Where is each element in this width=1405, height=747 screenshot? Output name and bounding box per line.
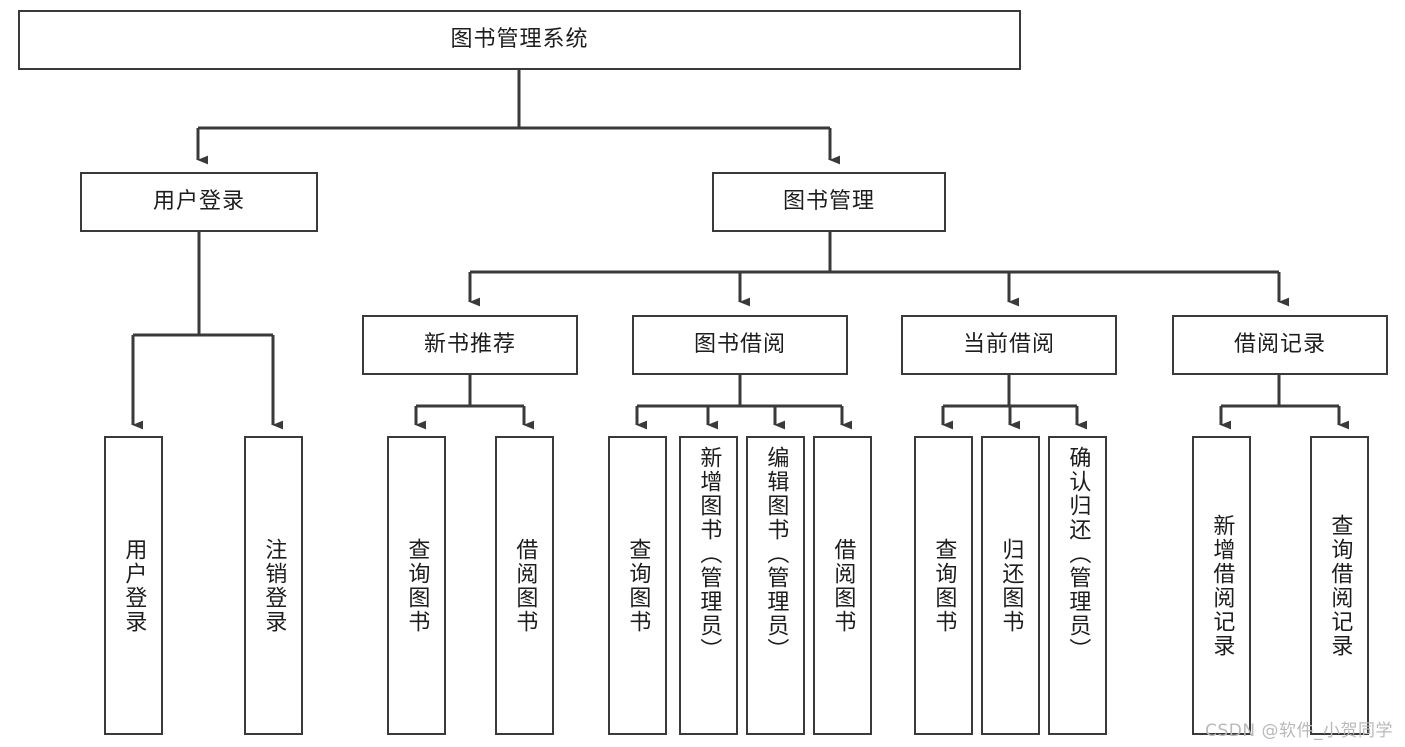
node-book-borrow[interactable]: 图书借阅 — [632, 315, 848, 375]
leaf-add-borrow-record[interactable]: 新增借阅记录 — [1192, 436, 1251, 735]
node-user-login-label: 用户登录 — [152, 188, 245, 214]
node-current-borrow-label: 当前借阅 — [962, 331, 1055, 357]
leaf-edit-book-admin-label: 编辑图书（管理员） — [763, 446, 789, 662]
leaf-query-borrow-record[interactable]: 查询借阅记录 — [1310, 436, 1369, 735]
leaf-logout[interactable]: 注销登录 — [244, 436, 303, 735]
node-borrow-records[interactable]: 借阅记录 — [1172, 315, 1388, 375]
leaf-user-login[interactable]: 用户登录 — [104, 436, 163, 735]
leaf-add-borrow-record-label: 新增借阅记录 — [1209, 513, 1235, 658]
leaf-borrow-book-borrow[interactable]: 借阅图书 — [813, 436, 872, 735]
leaf-logout-label: 注销登录 — [261, 537, 287, 634]
leaf-query-book-current[interactable]: 查询图书 — [914, 436, 973, 735]
leaf-borrow-book-borrow-label: 借阅图书 — [830, 537, 856, 634]
leaf-query-book-newbook-label: 查询图书 — [404, 537, 430, 634]
node-borrow-records-label: 借阅记录 — [1233, 331, 1326, 357]
node-book-management-label: 图书管理 — [782, 188, 875, 214]
leaf-borrow-book-newbook[interactable]: 借阅图书 — [495, 436, 554, 735]
node-root-label: 图书管理系统 — [450, 26, 589, 52]
leaf-add-book-admin[interactable]: 新增图书（管理员） — [679, 436, 738, 735]
leaf-query-borrow-record-label: 查询借阅记录 — [1327, 513, 1353, 658]
node-user-login[interactable]: 用户登录 — [80, 172, 318, 232]
leaf-query-book-newbook[interactable]: 查询图书 — [387, 436, 446, 735]
node-new-book-recommend[interactable]: 新书推荐 — [362, 315, 578, 375]
leaf-edit-book-admin[interactable]: 编辑图书（管理员） — [746, 436, 805, 735]
leaf-confirm-return-admin-label: 确认归还（管理员） — [1065, 446, 1091, 662]
leaf-confirm-return-admin[interactable]: 确认归还（管理员） — [1048, 436, 1107, 735]
leaf-return-book-label: 归还图书 — [998, 537, 1024, 634]
node-book-borrow-label: 图书借阅 — [693, 331, 786, 357]
node-root[interactable]: 图书管理系统 — [18, 10, 1021, 70]
leaf-query-book-borrow-label: 查询图书 — [625, 537, 651, 634]
leaf-return-book[interactable]: 归还图书 — [981, 436, 1040, 735]
node-current-borrow[interactable]: 当前借阅 — [901, 315, 1117, 375]
leaf-borrow-book-newbook-label: 借阅图书 — [512, 537, 538, 634]
node-book-management[interactable]: 图书管理 — [712, 172, 946, 232]
leaf-query-book-current-label: 查询图书 — [931, 537, 957, 634]
leaf-query-book-borrow[interactable]: 查询图书 — [608, 436, 667, 735]
leaf-user-login-label: 用户登录 — [121, 537, 147, 634]
node-new-book-recommend-label: 新书推荐 — [423, 331, 516, 357]
leaf-add-book-admin-label: 新增图书（管理员） — [696, 446, 722, 662]
